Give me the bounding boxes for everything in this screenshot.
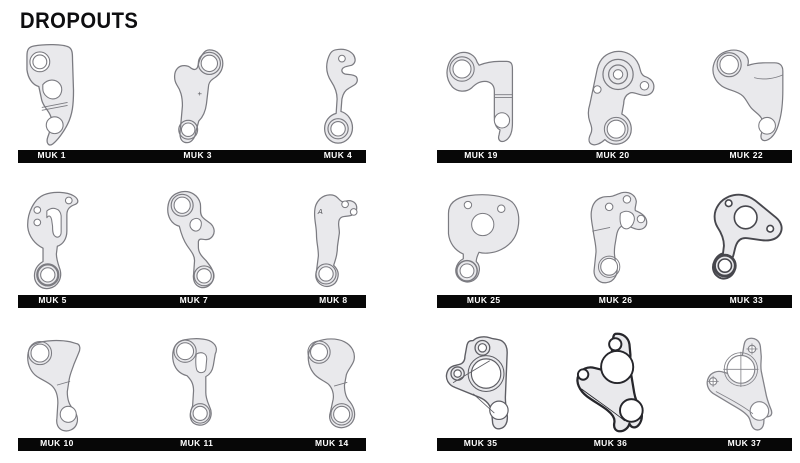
part-muk-22: MUK 22 <box>706 48 787 162</box>
part-muk-25: MUK 25 <box>442 193 525 307</box>
part-muk-3: + MUK 3 <box>168 48 228 162</box>
dropout-drawing <box>172 338 218 426</box>
group-row2-right: MUK 25 MUK 26 MUK 33 <box>437 187 792 308</box>
group-row3-left: MUK 10 MUK 11 MUK 14 <box>18 330 366 451</box>
part-muk-4: MUK 4 <box>315 48 361 162</box>
part-label: MUK 26 <box>598 295 633 305</box>
part-label: MUK 4 <box>323 150 353 160</box>
part-label: MUK 3 <box>183 150 212 160</box>
group-items-row: MUK 35 MUK 36 MUK 37 <box>437 332 792 450</box>
group-label-bar <box>18 295 366 308</box>
dropout-drawing <box>26 43 75 146</box>
group-row1-left: MUK 1 + MUK 3 MUK 4 <box>18 42 366 163</box>
part-label: MUK 20 <box>595 150 630 160</box>
dropout-drawing <box>711 193 783 280</box>
part-mark: A <box>316 207 322 216</box>
part-mark: + <box>197 89 202 98</box>
part-label: MUK 36 <box>593 438 628 448</box>
group-row1-right: MUK 19 MUK 20 MUK 22 <box>437 42 792 163</box>
part-muk-5: MUK 5 <box>23 190 82 307</box>
part-label: MUK 37 <box>727 438 762 448</box>
part-muk-36: MUK 36 <box>568 332 653 450</box>
group-items-row: MUK 19 MUK 20 MUK 22 <box>437 48 792 162</box>
part-label: MUK 14 <box>315 438 349 448</box>
dropout-drawing <box>706 337 773 431</box>
group-row2-left: MUK 5 MUK 7 A MUK 8 <box>18 187 366 308</box>
part-label: MUK 22 <box>729 150 764 160</box>
part-muk-11: MUK 11 <box>170 338 223 450</box>
dropout-drawing <box>167 190 216 289</box>
part-label: MUK 11 <box>180 438 214 448</box>
group-label-bar <box>18 438 366 451</box>
group-row3-right: MUK 35 MUK 36 MUK 37 <box>437 330 792 451</box>
part-muk-19: MUK 19 <box>442 49 520 162</box>
part-label: MUK 1 <box>37 150 66 160</box>
dropout-drawing <box>306 338 355 429</box>
dropout-drawing <box>446 51 514 143</box>
part-muk-1: MUK 1 <box>23 43 80 162</box>
part-label: MUK 5 <box>38 295 67 305</box>
part-muk-20: MUK 20 <box>569 48 656 162</box>
part-muk-35: MUK 35 <box>442 335 519 450</box>
group-items-row: MUK 25 MUK 26 MUK 33 <box>437 190 792 307</box>
part-muk-33: MUK 33 <box>706 191 787 307</box>
group-label-bar <box>437 295 792 308</box>
page-title: DROPOUTS <box>20 8 139 33</box>
part-label: MUK 33 <box>729 295 764 305</box>
group-label-bar <box>437 438 792 451</box>
dropout-drawing <box>711 49 783 142</box>
part-muk-14: MUK 14 <box>303 338 361 450</box>
dropout-drawing <box>27 191 79 290</box>
part-label: MUK 25 <box>466 295 501 305</box>
part-muk-7: MUK 7 <box>165 190 222 307</box>
part-label: MUK 35 <box>463 438 498 448</box>
part-label: MUK 10 <box>40 438 74 448</box>
part-muk-37: MUK 37 <box>702 336 787 450</box>
group-label-bar <box>18 150 366 163</box>
dropout-drawing <box>323 48 358 144</box>
group-items-row: MUK 5 MUK 7 A MUK 8 <box>18 190 366 307</box>
dropout-drawing <box>27 339 81 432</box>
part-label: MUK 7 <box>179 295 209 305</box>
part-label: MUK 19 <box>464 150 498 160</box>
part-muk-8: A MUK 8 <box>306 190 361 307</box>
group-items-row: MUK 1 + MUK 3 MUK 4 <box>18 43 366 162</box>
dropout-drawing <box>590 191 648 284</box>
group-label-bar <box>437 150 792 163</box>
part-muk-26: MUK 26 <box>582 190 649 307</box>
dropout-drawing <box>445 336 509 430</box>
dropout-drawing <box>447 194 520 283</box>
dropout-drawing <box>576 332 644 433</box>
part-muk-10: MUK 10 <box>23 338 91 450</box>
dropout-drawing: A <box>313 194 358 288</box>
dropout-drawing: + <box>173 49 224 144</box>
group-items-row: MUK 10 MUK 11 MUK 14 <box>18 338 366 450</box>
dropout-drawing <box>588 50 655 146</box>
part-label: MUK 8 <box>319 295 348 305</box>
